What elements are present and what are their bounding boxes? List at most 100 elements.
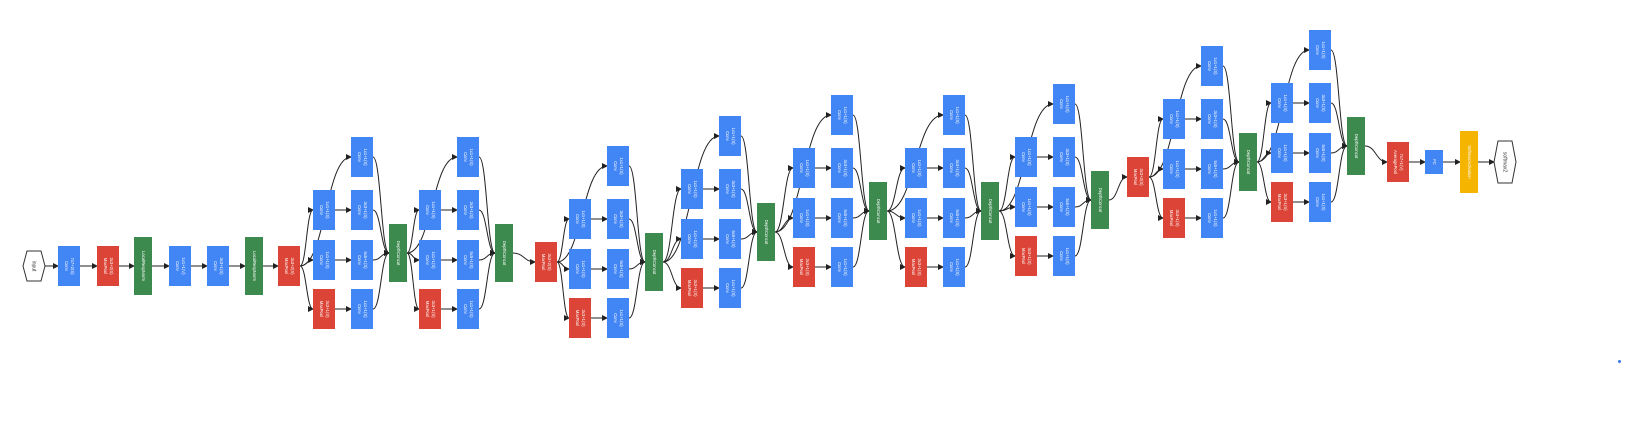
node-label: 3x3+2(S) (290, 257, 295, 275)
conv-box (1271, 83, 1293, 123)
node-label: 5x5+1(S) (363, 251, 368, 269)
edge (1330, 102, 1348, 149)
node-label: Conv (1021, 152, 1026, 163)
conv-box (831, 95, 853, 135)
lrn-box (134, 237, 152, 295)
lrn-box (245, 237, 263, 295)
conv-box (607, 298, 629, 338)
conv-box (831, 247, 853, 287)
node-label: Conv (1059, 99, 1064, 110)
edge (628, 165, 646, 265)
depthconcat-box (389, 224, 407, 282)
conv-box (831, 198, 853, 238)
node-label: Conv (799, 213, 804, 224)
conv-box (457, 190, 479, 230)
input-node: input (22, 250, 46, 282)
depthconcat-node: DepthConcat (1239, 133, 1257, 191)
conv-box (313, 190, 335, 230)
node-label: Conv (425, 205, 430, 216)
edge (556, 261, 570, 272)
edge (1256, 100, 1272, 163)
node-label: Conv (1059, 152, 1064, 163)
node-label: 3x3+1(S) (325, 300, 330, 318)
node-label: Conv (463, 304, 468, 315)
node-label: 1x1+1(S) (1027, 148, 1032, 166)
node-label: 3x3+1(S) (1283, 193, 1288, 211)
conv-box (351, 190, 373, 230)
node-label: Conv (949, 163, 954, 174)
edge (964, 208, 982, 268)
softmax-box (1460, 131, 1478, 193)
node-label: Conv (911, 163, 916, 174)
node-label: Conv (725, 131, 730, 142)
node-label: 1x1+1(S) (731, 127, 736, 145)
conv-box (681, 219, 703, 259)
conv-box (681, 169, 703, 209)
edge (1148, 176, 1164, 221)
edge (478, 250, 496, 310)
node-label: MaxPool (319, 301, 324, 317)
node-label: 5x5+1(S) (1065, 198, 1070, 216)
conv-box (1015, 187, 1037, 227)
node-label: MaxPool (284, 258, 289, 274)
maxpool-box (97, 246, 119, 286)
node-label: Conv (64, 261, 69, 272)
node-label: 1x1+1(S) (469, 148, 474, 166)
node-label: 3x3+1(S) (219, 257, 224, 275)
node-label: 5x5+1(S) (1321, 144, 1326, 162)
conv-box (1053, 187, 1075, 227)
node-label: Conv (1207, 164, 1212, 175)
edge (740, 229, 758, 289)
conv-box (351, 240, 373, 280)
conv-box (905, 148, 927, 188)
node-label: Conv (1059, 251, 1064, 262)
conv-box (607, 146, 629, 186)
edge (1330, 143, 1348, 203)
edge (299, 207, 314, 267)
depthconcat-box (1239, 133, 1257, 191)
edge (998, 154, 1016, 212)
conv-box (351, 137, 373, 177)
node-label: input (31, 261, 37, 272)
node-label: Conv (725, 234, 730, 245)
conv-box (457, 137, 479, 177)
node-label: Conv (613, 264, 618, 275)
node-label: Conv (949, 262, 954, 273)
node-label: 3x3+1(S) (363, 201, 368, 219)
depthconcat-node: DepthConcat (1091, 171, 1109, 229)
node-label: MaxPool (687, 280, 692, 296)
edge (512, 252, 536, 265)
node-label: 1x1+1(S) (1175, 110, 1180, 128)
depthconcat-box (869, 182, 887, 240)
depthconcat-box (645, 233, 663, 291)
edge (556, 216, 570, 263)
edge (1074, 103, 1092, 203)
node-label: 1x1+1(S) (363, 148, 368, 166)
node-label: Conv (357, 205, 362, 216)
node-label: MaxPool (1021, 248, 1026, 264)
node-label: Conv (613, 161, 618, 172)
node-label: Conv (1169, 164, 1174, 175)
edge (662, 186, 682, 263)
node-label: Conv (425, 255, 430, 266)
node-label: Conv (613, 313, 618, 324)
edge (1364, 145, 1388, 165)
node-label: 1x1+1(S) (843, 258, 848, 276)
